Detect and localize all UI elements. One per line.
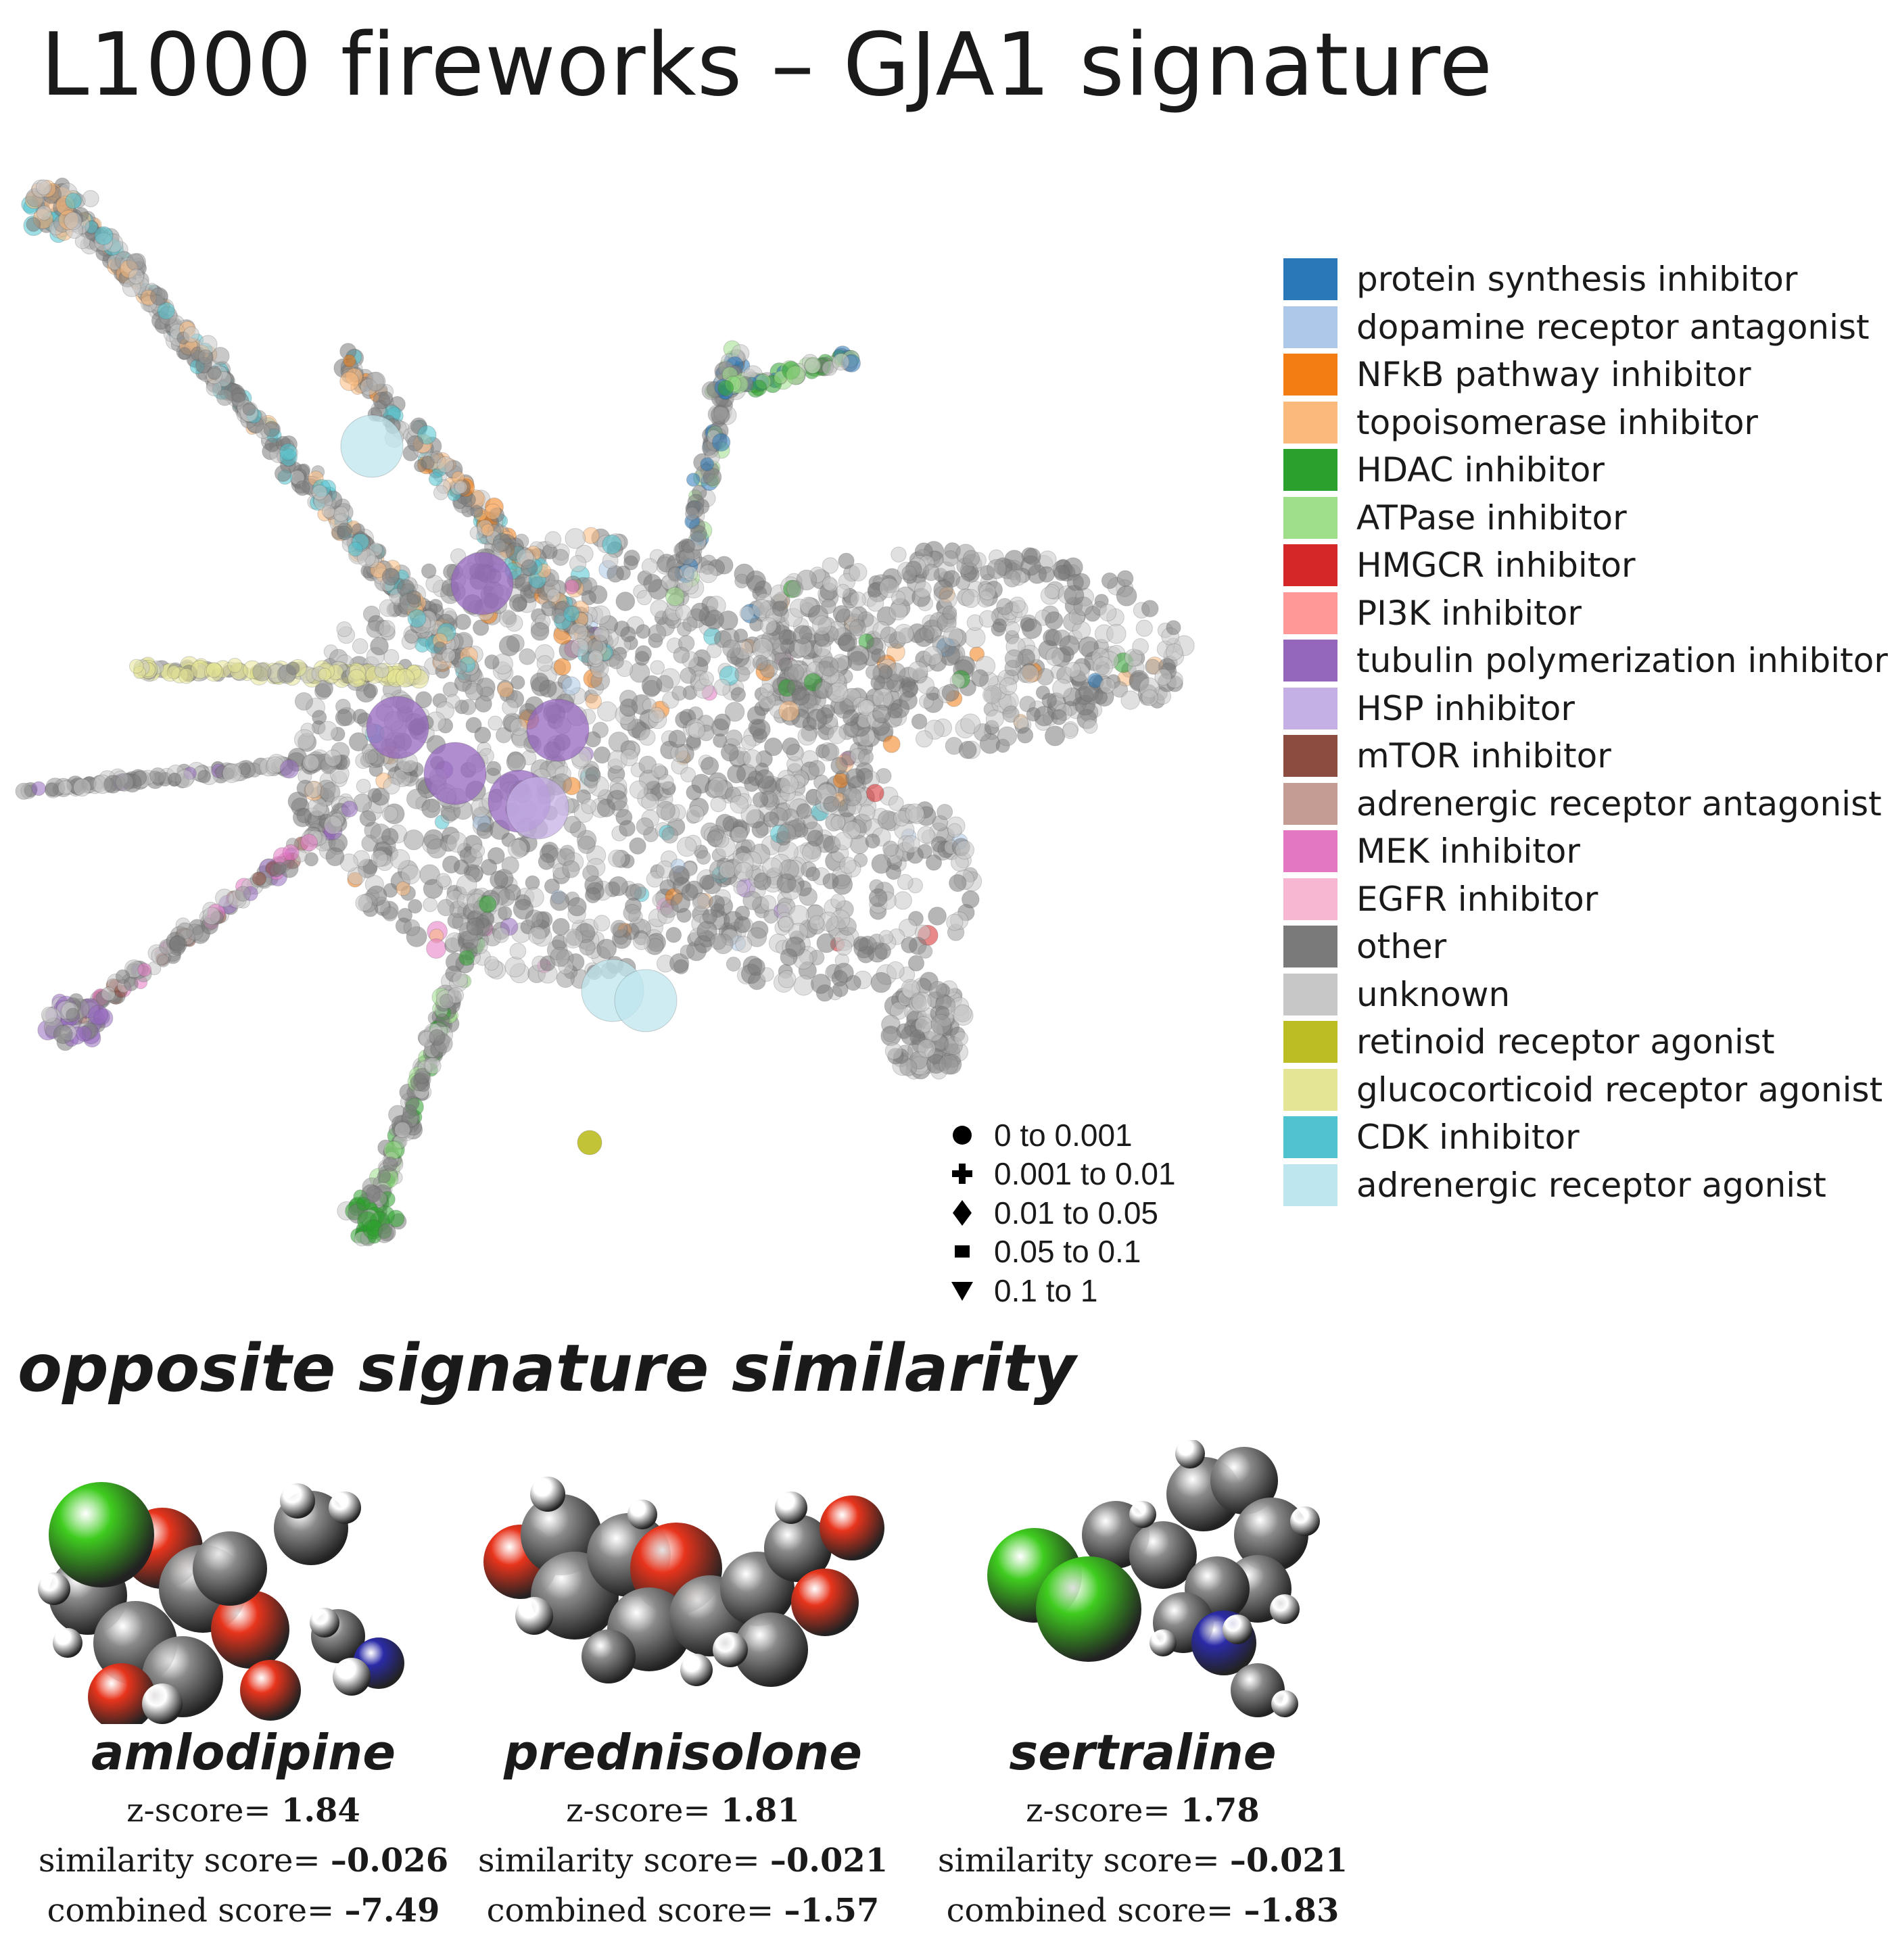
pvalue-legend-item: 0.01 to 0.05 [947, 1193, 1176, 1233]
drug-card-sertraline: sertraline z-score= 1.78 similarity scor… [899, 1440, 1386, 1954]
combined-line: combined score= –7.49 [47, 1892, 440, 1930]
zscore-line: z-score= 1.78 [1026, 1792, 1260, 1830]
legend-item: MEK inhibitor [1283, 828, 1888, 876]
pvalue-legend-label: 0 to 0.001 [994, 1117, 1133, 1153]
figure-title: L1000 fireworks – GJA1 signature [41, 15, 1494, 116]
legend-item: retinoid receptor agonist [1283, 1018, 1888, 1066]
legend-item: other [1283, 923, 1888, 971]
amlodipine-molecule-image [38, 1482, 404, 1724]
legend-item: tubulin polymerization inhibitor [1283, 637, 1888, 685]
pvalue-legend-item: 0.05 to 0.1 [947, 1233, 1176, 1272]
plus-icon [947, 1162, 978, 1185]
legend-swatch [1283, 258, 1337, 301]
pvalue-legend-label: 0.05 to 0.1 [994, 1234, 1141, 1270]
legend-item: CDK inhibitor [1283, 1114, 1888, 1162]
legend-item: mTOR inhibitor [1283, 732, 1888, 780]
combined-line: combined score= –1.83 [946, 1892, 1340, 1930]
legend-item: protein synthesis inhibitor [1283, 256, 1888, 304]
pvalue-legend-label: 0.1 to 1 [994, 1272, 1098, 1308]
legend-swatch [1283, 449, 1337, 492]
similarity-line: similarity score= –0.021 [937, 1842, 1348, 1880]
drug-card-prednisolone: prednisolone z-score= 1.81 similarity sc… [440, 1454, 926, 1954]
legend-item: ATPase inhibitor [1283, 494, 1888, 542]
legend-swatch [1283, 354, 1337, 396]
legend-label: NFkB pathway inhibitor [1356, 355, 1751, 395]
legend-label: EGFR inhibitor [1356, 879, 1598, 919]
legend-swatch [1283, 1068, 1337, 1111]
legend-label: glucocorticoid receptor agonist [1356, 1070, 1883, 1109]
legend-label: ATPase inhibitor [1356, 498, 1627, 537]
legend-swatch [1283, 306, 1337, 348]
legend-swatch [1283, 782, 1337, 825]
legend-item: glucocorticoid receptor agonist [1283, 1066, 1888, 1114]
pvalue-legend-item: 0 to 0.001 [947, 1116, 1176, 1155]
pvalue-legend-label: 0.001 to 0.01 [994, 1156, 1176, 1192]
zscore-line: z-score= 1.84 [126, 1792, 360, 1830]
pvalue-legend-item: 0.001 to 0.01 [947, 1155, 1176, 1194]
circle-icon [947, 1124, 978, 1147]
legend-label: mTOR inhibitor [1356, 736, 1611, 776]
legend-swatch [1283, 544, 1337, 587]
legend-label: dopamine receptor antagonist [1356, 307, 1870, 347]
legend-label: tubulin polymerization inhibitor [1356, 641, 1888, 681]
section-subtitle: opposite signature similarity [18, 1331, 1076, 1406]
legend-label: protein synthesis inhibitor [1356, 260, 1798, 300]
legend-label: other [1356, 927, 1447, 967]
zscore-line: z-score= 1.81 [566, 1792, 800, 1830]
legend-item: NFkB pathway inhibitor [1283, 351, 1888, 399]
similarity-line: similarity score= –0.021 [477, 1842, 888, 1880]
legend-item: PI3K inhibitor [1283, 590, 1888, 638]
legend-swatch [1283, 640, 1337, 682]
combined-line: combined score= –1.57 [486, 1892, 880, 1930]
drug-name: sertraline [1009, 1724, 1277, 1781]
legend-swatch [1283, 496, 1337, 539]
legend-swatch [1283, 878, 1337, 920]
legend-swatch [1283, 592, 1337, 634]
legend-label: topoisomerase inhibitor [1356, 402, 1758, 442]
fireworks-network-plot [15, 177, 1195, 1247]
legend-label: HDAC inhibitor [1356, 450, 1605, 490]
legend-label: adrenergic receptor agonist [1356, 1165, 1826, 1205]
legend-item: HSP inhibitor [1283, 685, 1888, 733]
legend-label: MEK inhibitor [1356, 832, 1580, 871]
legend-label: adrenergic receptor antagonist [1356, 784, 1882, 823]
legend-swatch [1283, 830, 1337, 873]
sertraline-molecule-image [987, 1440, 1320, 1717]
diamond-icon [947, 1199, 978, 1226]
legend-swatch [1283, 735, 1337, 778]
legend-swatch [1283, 687, 1337, 730]
legend-item: HDAC inhibitor [1283, 446, 1888, 494]
drug-name: prednisolone [504, 1724, 862, 1781]
legend-label: HMGCR inhibitor [1356, 546, 1636, 585]
legend-swatch [1283, 1116, 1337, 1159]
moa-legend: protein synthesis inhibitor dopamine rece… [1283, 256, 1888, 1209]
drug-name: amlodipine [91, 1724, 396, 1781]
legend-item: adrenergic receptor antagonist [1283, 780, 1888, 828]
prednisolone-molecule-image [483, 1477, 884, 1687]
legend-swatch [1283, 926, 1337, 968]
legend-swatch [1283, 1021, 1337, 1063]
square-icon [947, 1240, 978, 1263]
legend-item: HMGCR inhibitor [1283, 542, 1888, 590]
legend-label: HSP inhibitor [1356, 688, 1575, 728]
legend-item: topoisomerase inhibitor [1283, 399, 1888, 447]
legend-label: PI3K inhibitor [1356, 593, 1582, 633]
triangle-down-icon [947, 1279, 978, 1302]
legend-item: unknown [1283, 971, 1888, 1019]
legend-swatch [1283, 1164, 1337, 1206]
legend-item: dopamine receptor antagonist [1283, 304, 1888, 352]
legend-swatch [1283, 401, 1337, 444]
similarity-line: similarity score= –0.026 [38, 1842, 449, 1880]
drug-card-amlodipine: amlodipine z-score= 1.84 similarity scor… [0, 1454, 487, 1954]
legend-label: unknown [1356, 974, 1511, 1014]
legend-item: EGFR inhibitor [1283, 876, 1888, 924]
legend-label: CDK inhibitor [1356, 1118, 1580, 1157]
legend-label: retinoid receptor agonist [1356, 1022, 1775, 1062]
legend-swatch [1283, 973, 1337, 1015]
pvalue-legend-item: 0.1 to 1 [947, 1271, 1176, 1310]
legend-item: adrenergic receptor agonist [1283, 1162, 1888, 1210]
pvalue-legend-label: 0.01 to 0.05 [994, 1195, 1158, 1230]
